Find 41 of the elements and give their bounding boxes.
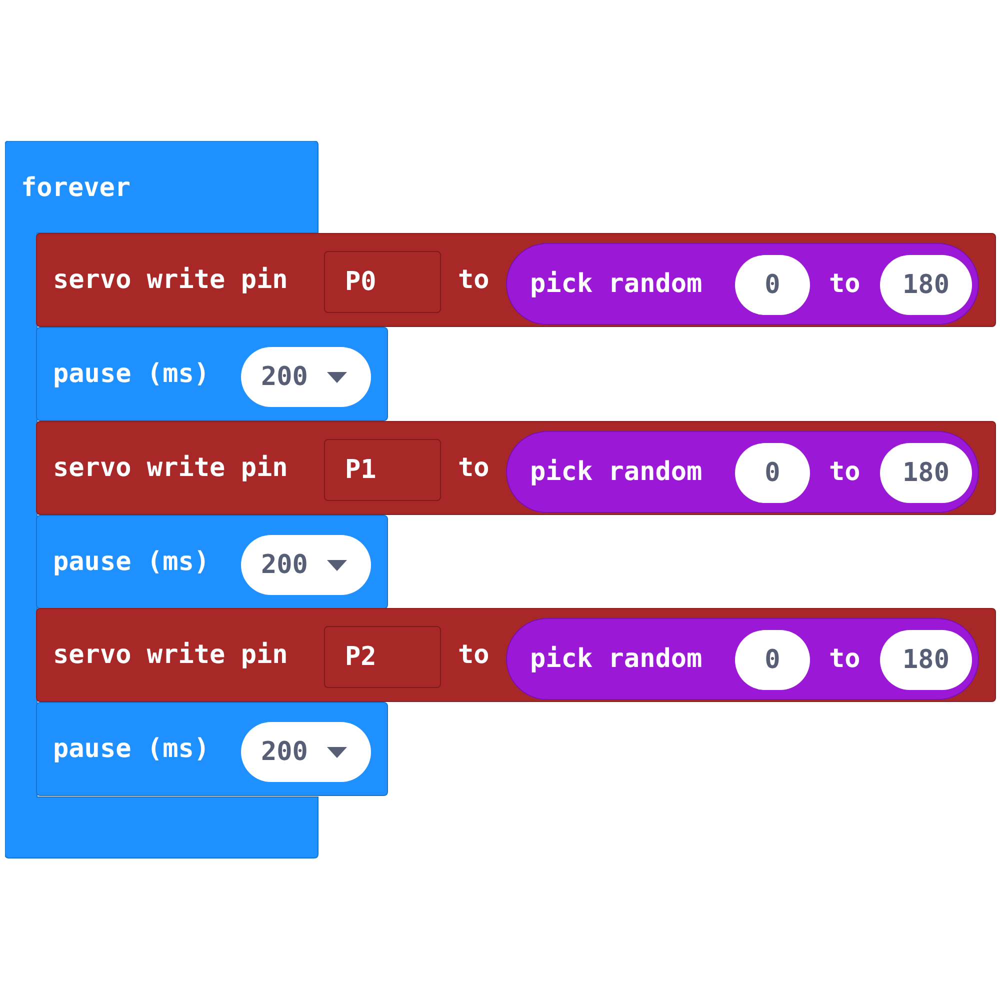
command-block (36, 327, 388, 421)
number-field (880, 255, 972, 315)
field-value: P0 (345, 267, 376, 297)
number-field (880, 443, 972, 503)
block-label: to (458, 265, 490, 295)
field-value: 0 (764, 270, 780, 300)
block-label: pick random (530, 457, 702, 487)
block-label: to (829, 644, 860, 674)
block-label: pause (ms) (53, 547, 210, 577)
pin-field (324, 251, 441, 313)
block-label: pause (ms) (53, 359, 210, 389)
block-label: pick random (530, 644, 702, 674)
block-label: servo write pin (53, 453, 288, 483)
loop-block (5, 141, 319, 859)
field-value: 180 (902, 645, 950, 675)
command-block (36, 233, 996, 327)
number-field (880, 630, 972, 690)
field-value: 0 (764, 458, 780, 488)
field-value: P1 (345, 455, 376, 485)
block-label: pick random (530, 269, 702, 299)
block-label: to (458, 453, 490, 483)
field-value: 200 (261, 550, 308, 580)
block-label: to (829, 457, 860, 487)
field-value: P2 (345, 642, 376, 672)
block-label: servo write pin (53, 265, 288, 295)
pin-field (324, 626, 441, 688)
field-value: 180 (902, 458, 950, 488)
field-value: 200 (261, 362, 308, 392)
field-value: 0 (764, 645, 780, 675)
field-value: 200 (261, 737, 308, 767)
pin-field (324, 439, 441, 501)
command-block (36, 421, 996, 515)
block-label: to (458, 640, 490, 670)
command-block (36, 608, 996, 702)
block-label: servo write pin (53, 640, 288, 670)
command-block (36, 702, 388, 796)
field-value: 180 (902, 270, 950, 300)
block-label: forever (21, 173, 131, 203)
command-block (36, 515, 388, 609)
block-label: to (829, 269, 860, 299)
block-label: pause (ms) (53, 734, 210, 764)
